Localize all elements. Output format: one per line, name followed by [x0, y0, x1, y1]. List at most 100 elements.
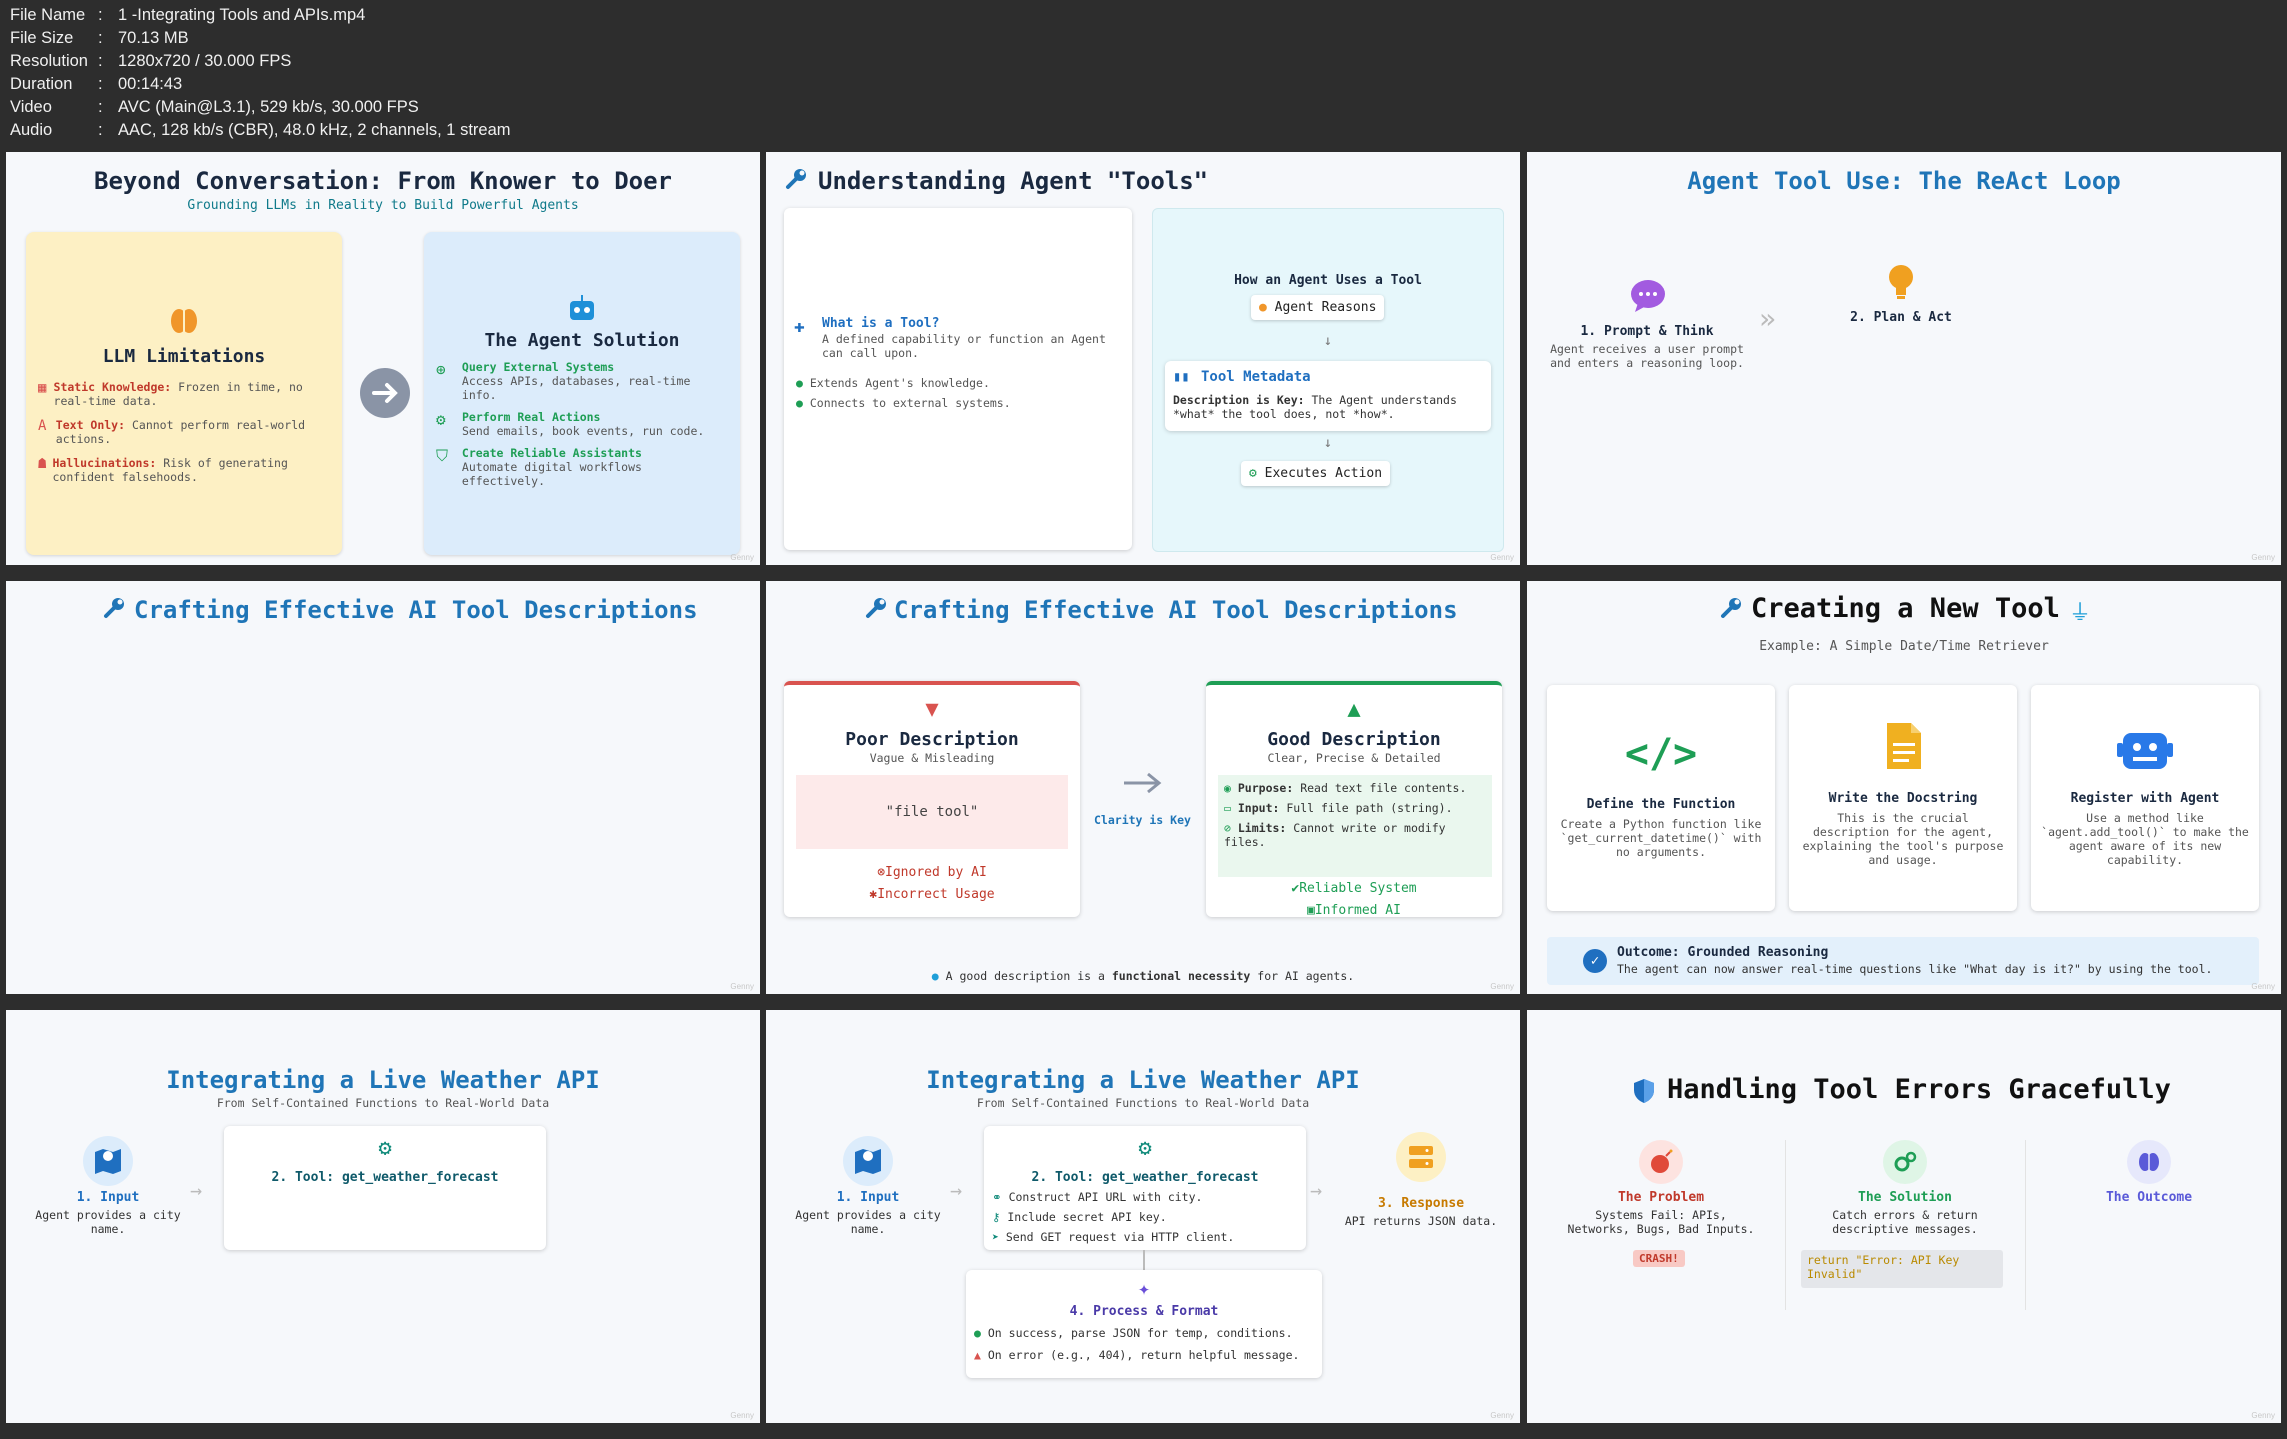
- book-icon: ▮▮: [1173, 369, 1190, 385]
- process-title: 4. Process & Format: [1069, 1304, 1219, 1319]
- step-title: 1. Input: [836, 1190, 900, 1205]
- info-value: AAC, 128 kb/s (CBR), 48.0 kHz, 2 channel…: [118, 121, 511, 139]
- outcome-title: Outcome: Grounded Reasoning: [1617, 945, 1829, 960]
- result-text: Reliable System: [1299, 881, 1417, 896]
- list-item: ⊘ Limits: Cannot write or modify files.: [1224, 821, 1486, 849]
- slide-title: Integrating a Live Weather API: [926, 1066, 1360, 1094]
- item-text: On success, parse JSON for temp, conditi…: [987, 1326, 1293, 1340]
- item-text: Full file path (string).: [1286, 801, 1453, 815]
- thumbs-down-icon: ▼: [925, 697, 939, 722]
- step-title: 3. Response: [1377, 1196, 1465, 1211]
- info-row: Video:AVC (Main@L3.1), 529 kb/s, 30.000 …: [10, 96, 511, 119]
- item-text: Cannot perform real-world actions.: [55, 418, 306, 446]
- plug-icon: ⏚: [2069, 601, 2092, 626]
- info-value: 1 -Integrating Tools and APIs.mp4: [118, 6, 366, 24]
- step-text: Agent provides a city name.: [35, 1208, 181, 1236]
- info-value: AVC (Main@L3.1), 529 kb/s, 30.000 FPS: [118, 98, 419, 116]
- card-subtitle: Vague & Misleading: [869, 751, 995, 765]
- slide-creating-new-tool[interactable]: Creating a New Tool ⏚ Example: A Simple …: [1527, 581, 2281, 994]
- slide-weather-api[interactable]: Integrating a Live Weather API From Self…: [766, 1010, 1520, 1423]
- check-circle-icon: ●: [796, 376, 803, 390]
- tool-step-card: </> Define the Function Create a Python …: [1547, 685, 1775, 911]
- step-title: 1. Prompt & Think: [1580, 324, 1714, 339]
- list-item: ● Extends Agent's knowledge.: [796, 376, 990, 390]
- send-icon: ➤: [992, 1230, 999, 1244]
- lightbulb-icon: ●: [931, 969, 939, 983]
- code-icon: </>: [1624, 731, 1698, 777]
- watermark: Genny: [730, 982, 754, 991]
- slide-subtitle: Grounding LLMs in Reality to Build Power…: [187, 198, 579, 213]
- item-text: Send emails, book events, run code.: [462, 424, 705, 438]
- target-icon: ◉: [1224, 781, 1231, 795]
- item-text: Include secret API key.: [1007, 1210, 1167, 1224]
- bullet-text: Connects to external systems.: [809, 396, 1011, 410]
- step-title: 2. Plan & Act: [1850, 310, 1952, 325]
- slide-react-loop[interactable]: Agent Tool Use: The ReAct Loop 1. Prompt…: [1527, 152, 2281, 565]
- what-title: What is a Tool?: [822, 316, 940, 331]
- footer-text: for AI agents.: [1257, 969, 1355, 983]
- meta-label: Description is Key:: [1173, 393, 1305, 407]
- card-text: This is the crucial description for the …: [1802, 811, 2004, 867]
- card-title: Good Description: [1267, 729, 1441, 750]
- info-key: Video: [10, 98, 52, 116]
- slide-beyond-conversation[interactable]: Beyond Conversation: From Knower to Doer…: [6, 152, 760, 565]
- robot-icon: ▣: [1307, 903, 1315, 918]
- info-key: Audio: [10, 121, 53, 139]
- lightbulb-icon: [1887, 264, 1915, 304]
- slide-crafting-descriptions-empty[interactable]: Crafting Effective AI Tool Descriptions …: [6, 581, 760, 994]
- card-title: LLM Limitations: [102, 346, 266, 367]
- col-text: Catch errors & return descriptive messag…: [1832, 1208, 1978, 1236]
- outcome-banner: ✓ Outcome: Grounded Reasoning The agent …: [1547, 937, 2259, 985]
- map-icon: [83, 1136, 133, 1186]
- connector-line: [1143, 1250, 1145, 1272]
- server-icon: [1396, 1132, 1446, 1182]
- divider: [2025, 1140, 2026, 1310]
- ban-icon: ⊘: [1224, 821, 1231, 835]
- watermark: Genny: [730, 1411, 754, 1420]
- slide-crafting-descriptions[interactable]: Crafting Effective AI Tool Descriptions …: [766, 581, 1520, 994]
- poor-description-card: ▼ Poor Description Vague & Misleading "f…: [784, 681, 1080, 917]
- arrow-down-icon: ↓: [1323, 435, 1333, 451]
- check-circle-icon: ●: [974, 1326, 981, 1340]
- list-item: ⚷ Include secret API key.: [992, 1210, 1167, 1224]
- step-label: Agent Reasons: [1274, 300, 1377, 315]
- check-circle-icon: ✔: [1291, 881, 1300, 896]
- item-label: Text Only:: [55, 418, 126, 432]
- slide-subtitle: From Self-Contained Functions to Real-Wo…: [216, 1096, 550, 1110]
- brain-icon: ●: [1259, 300, 1267, 315]
- slide-understanding-tools[interactable]: Understanding Agent "Tools" ✚ What is a …: [766, 152, 1520, 565]
- item-label: Static Knowledge:: [53, 380, 172, 394]
- slide-title: Understanding Agent "Tools": [818, 167, 1209, 195]
- footer-text: A good description is a: [945, 969, 1105, 983]
- result-text: Ignored by AI: [885, 865, 987, 880]
- tool-step-card: Register with Agent Use a method like `a…: [2031, 685, 2259, 911]
- result-item: ✱Incorrect Usage: [784, 887, 1080, 902]
- globe-icon: ⊕: [436, 360, 446, 379]
- item-text: Read text file contents.: [1300, 781, 1467, 795]
- arrow-right-icon: →: [950, 1178, 963, 1202]
- arrow-down-icon: ↓: [1323, 333, 1333, 349]
- bomb-icon: [1639, 1140, 1683, 1184]
- slide-subtitle: From Self-Contained Functions to Real-Wo…: [976, 1096, 1310, 1110]
- col-text: Systems Fail: APIs, Networks, Bugs, Bad …: [1567, 1208, 1755, 1236]
- good-description-card: ▲ Good Description Clear, Precise & Deta…: [1206, 681, 1502, 918]
- item-text: Send GET request via HTTP client.: [1005, 1230, 1235, 1244]
- tool-title: 2. Tool: get_weather_forecast: [271, 1170, 499, 1185]
- slide-title: Agent Tool Use: The ReAct Loop: [1687, 167, 2121, 195]
- shield-icon: ⛉: [436, 446, 449, 465]
- font-icon: A: [38, 418, 47, 434]
- slide-weather-api-partial[interactable]: Integrating a Live Weather API From Self…: [6, 1010, 760, 1423]
- step-text: Agent receives a user prompt and enters …: [1550, 342, 1744, 370]
- watermark: Genny: [2251, 1411, 2275, 1420]
- calendar-x-icon: ▦: [38, 380, 47, 396]
- file-info: File Name:1 -Integrating Tools and APIs.…: [10, 4, 511, 142]
- gears-icon: ⚙: [378, 1136, 392, 1161]
- slide-title: Crafting Effective AI Tool Descriptions: [134, 596, 698, 624]
- slide-handling-errors[interactable]: Handling Tool Errors Gracefully The Prob…: [1527, 1010, 2281, 1423]
- list-item: ➤ Send GET request via HTTP client.: [992, 1230, 1234, 1244]
- tool-title: 2. Tool: get_weather_forecast: [1031, 1170, 1259, 1185]
- step-title: 1. Input: [76, 1190, 140, 1205]
- document-icon: [1885, 721, 1923, 775]
- step-text: Agent provides a city name.: [795, 1208, 941, 1236]
- step-text: API returns JSON data.: [1344, 1214, 1498, 1228]
